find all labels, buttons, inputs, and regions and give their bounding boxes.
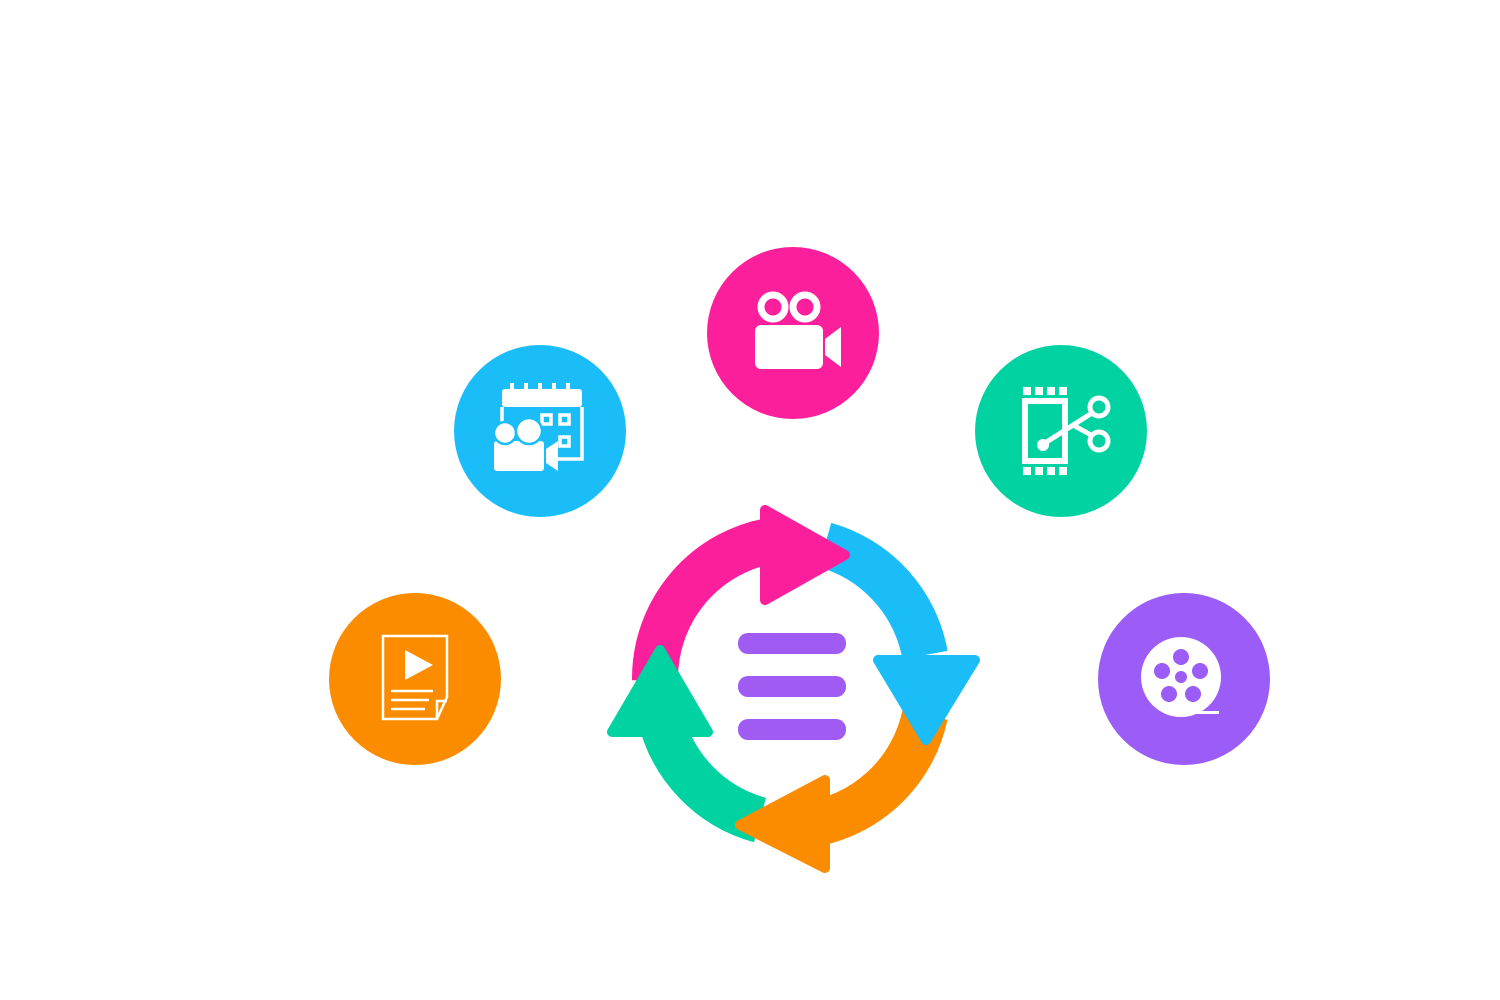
hamburger-menu-icon bbox=[738, 633, 846, 740]
cycle-arc-pink bbox=[631, 517, 779, 681]
camera-node bbox=[707, 247, 879, 419]
movie-camera-icon bbox=[707, 247, 879, 419]
cycle-arrowhead-orange bbox=[735, 775, 830, 873]
film-reel-icon bbox=[1098, 593, 1270, 765]
cycle-arrowhead-blue bbox=[873, 655, 980, 745]
cycle-arrowhead-green bbox=[607, 645, 713, 737]
film-reel-node bbox=[1098, 593, 1270, 765]
film-cut-scissors-icon bbox=[975, 345, 1147, 517]
schedule-node bbox=[454, 345, 626, 517]
script-node bbox=[329, 593, 501, 765]
script-play-document-icon bbox=[329, 593, 501, 765]
editing-node bbox=[975, 345, 1147, 517]
shooting-schedule-calendar-icon bbox=[454, 345, 626, 517]
cycle-arrowhead-pink bbox=[760, 505, 850, 605]
cycle-arrows bbox=[607, 505, 980, 873]
